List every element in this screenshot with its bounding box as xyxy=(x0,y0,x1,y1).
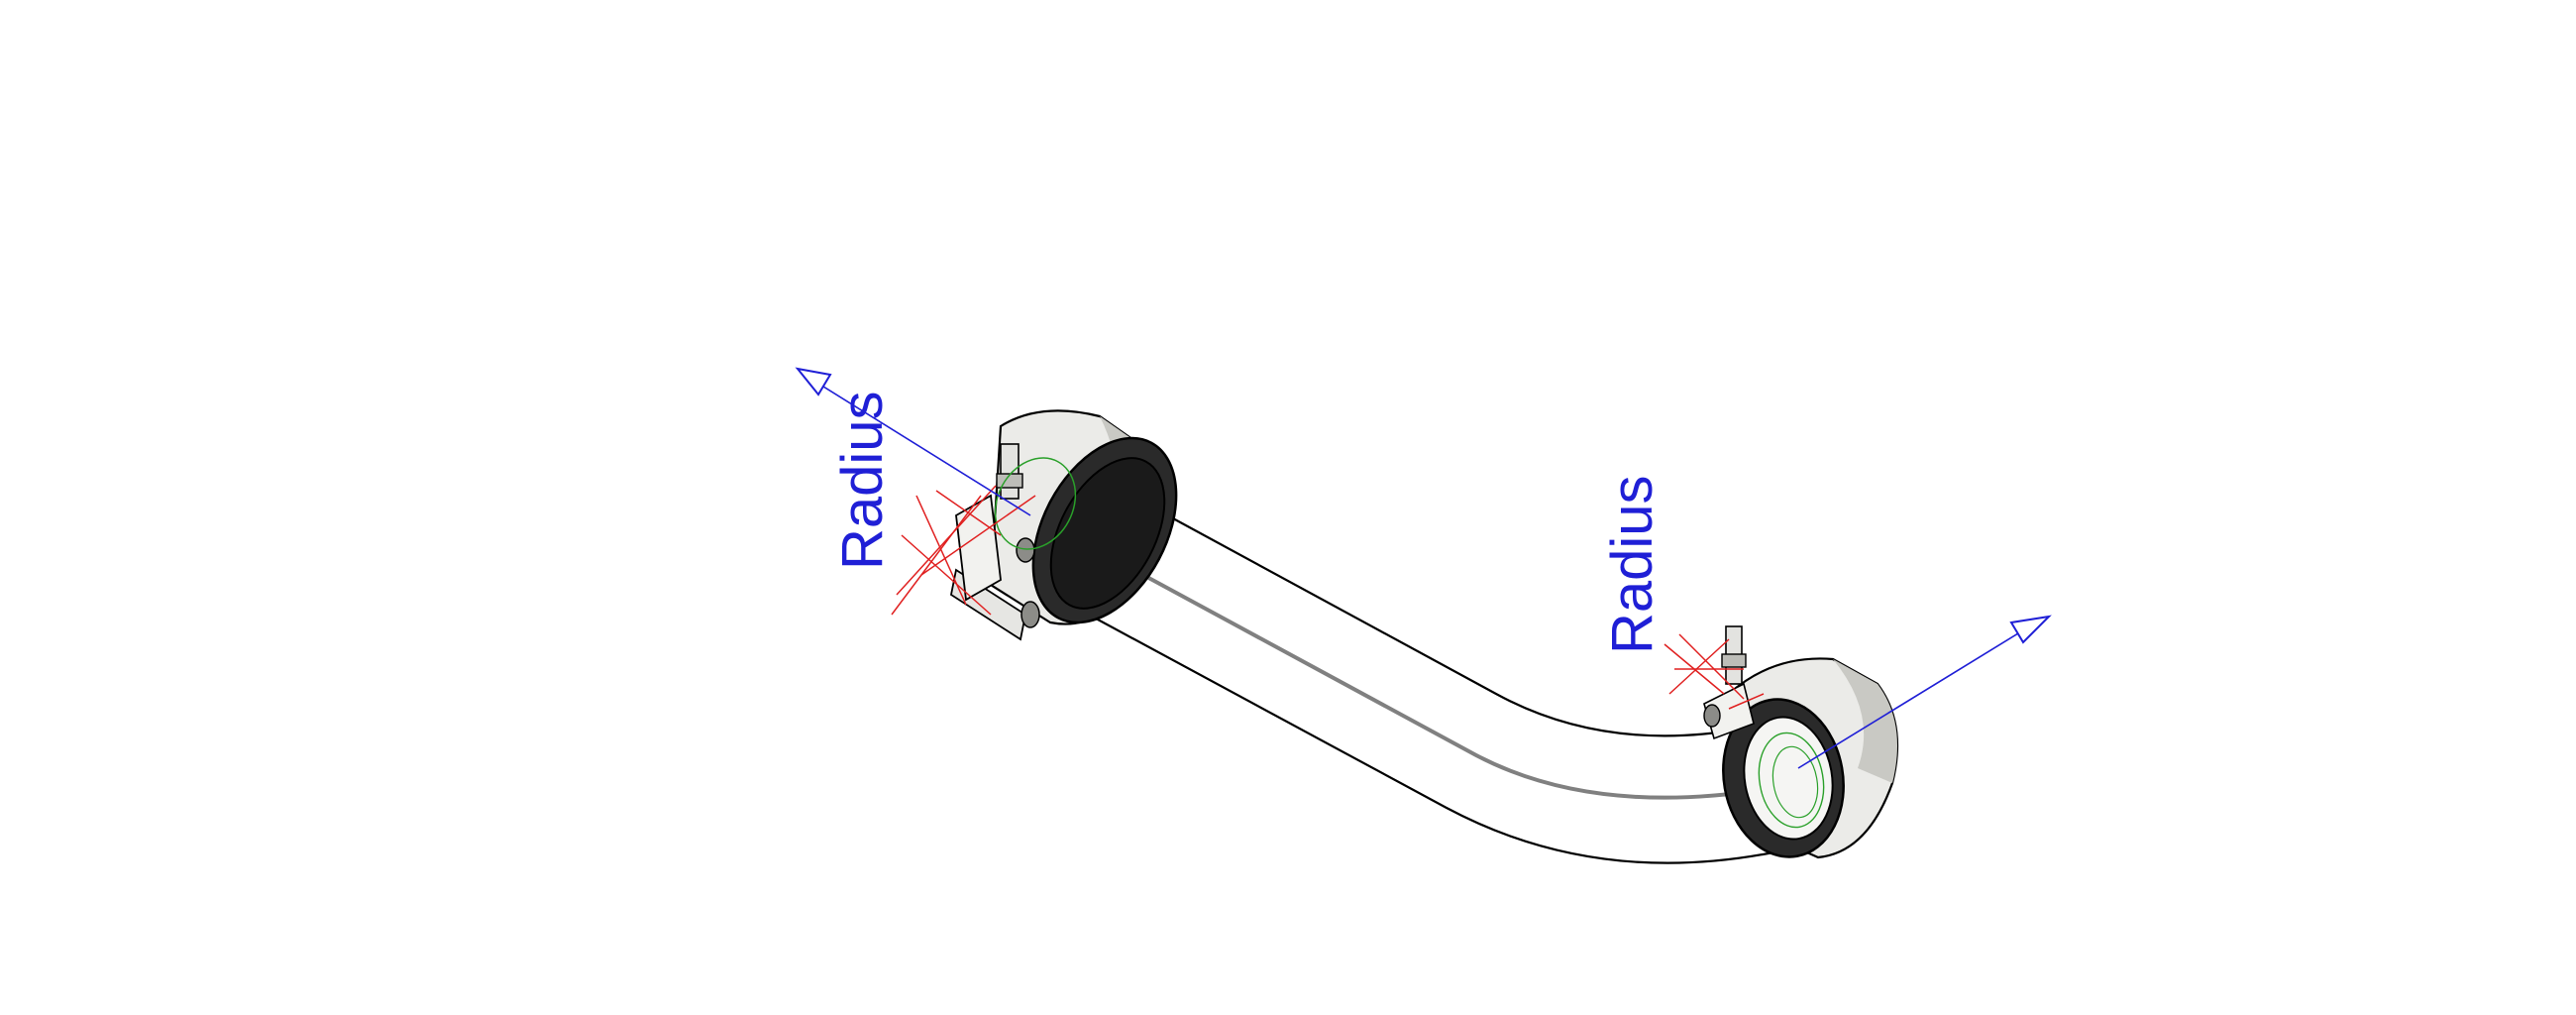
left-construction-lines xyxy=(891,485,1036,616)
right-fitting[interactable] xyxy=(1703,625,1899,866)
left-construction-circle xyxy=(994,457,1077,550)
right-stud-nut xyxy=(1721,653,1747,668)
pipe-wall-upper xyxy=(1148,505,1745,737)
left-clamp-bolt-upper-end xyxy=(1016,537,1035,563)
right-fitting-bore-inner xyxy=(1758,732,1825,829)
right-radius-dimension[interactable]: Radius xyxy=(1600,475,2052,769)
right-fitting-bore xyxy=(1743,716,1834,841)
right-dimension-line xyxy=(1797,621,2037,769)
right-clamp-bolt-end xyxy=(1703,704,1721,728)
left-fitting[interactable] xyxy=(949,409,1206,646)
left-fitting-bore xyxy=(1049,457,1166,610)
pipe-wall-lower xyxy=(1084,612,1774,864)
left-clamp-bolt-end xyxy=(1020,601,1040,628)
right-arrow-icon xyxy=(2009,615,2052,644)
right-radius-label: Radius xyxy=(1600,475,1664,654)
left-radius-label: Radius xyxy=(830,391,895,570)
left-arrow-icon xyxy=(795,367,832,396)
left-stud xyxy=(1000,443,1020,500)
left-clamp-lug xyxy=(955,494,1002,602)
left-dimension-line xyxy=(806,376,1031,516)
pipe-body[interactable] xyxy=(1060,505,1783,866)
right-fitting-shadow xyxy=(1833,659,1897,783)
right-fitting-bore-inner2 xyxy=(1771,745,1819,819)
left-radius-dimension[interactable]: Radius xyxy=(795,367,1031,570)
pipe-fill xyxy=(1060,506,1783,866)
right-construction-lines xyxy=(1664,633,1765,710)
